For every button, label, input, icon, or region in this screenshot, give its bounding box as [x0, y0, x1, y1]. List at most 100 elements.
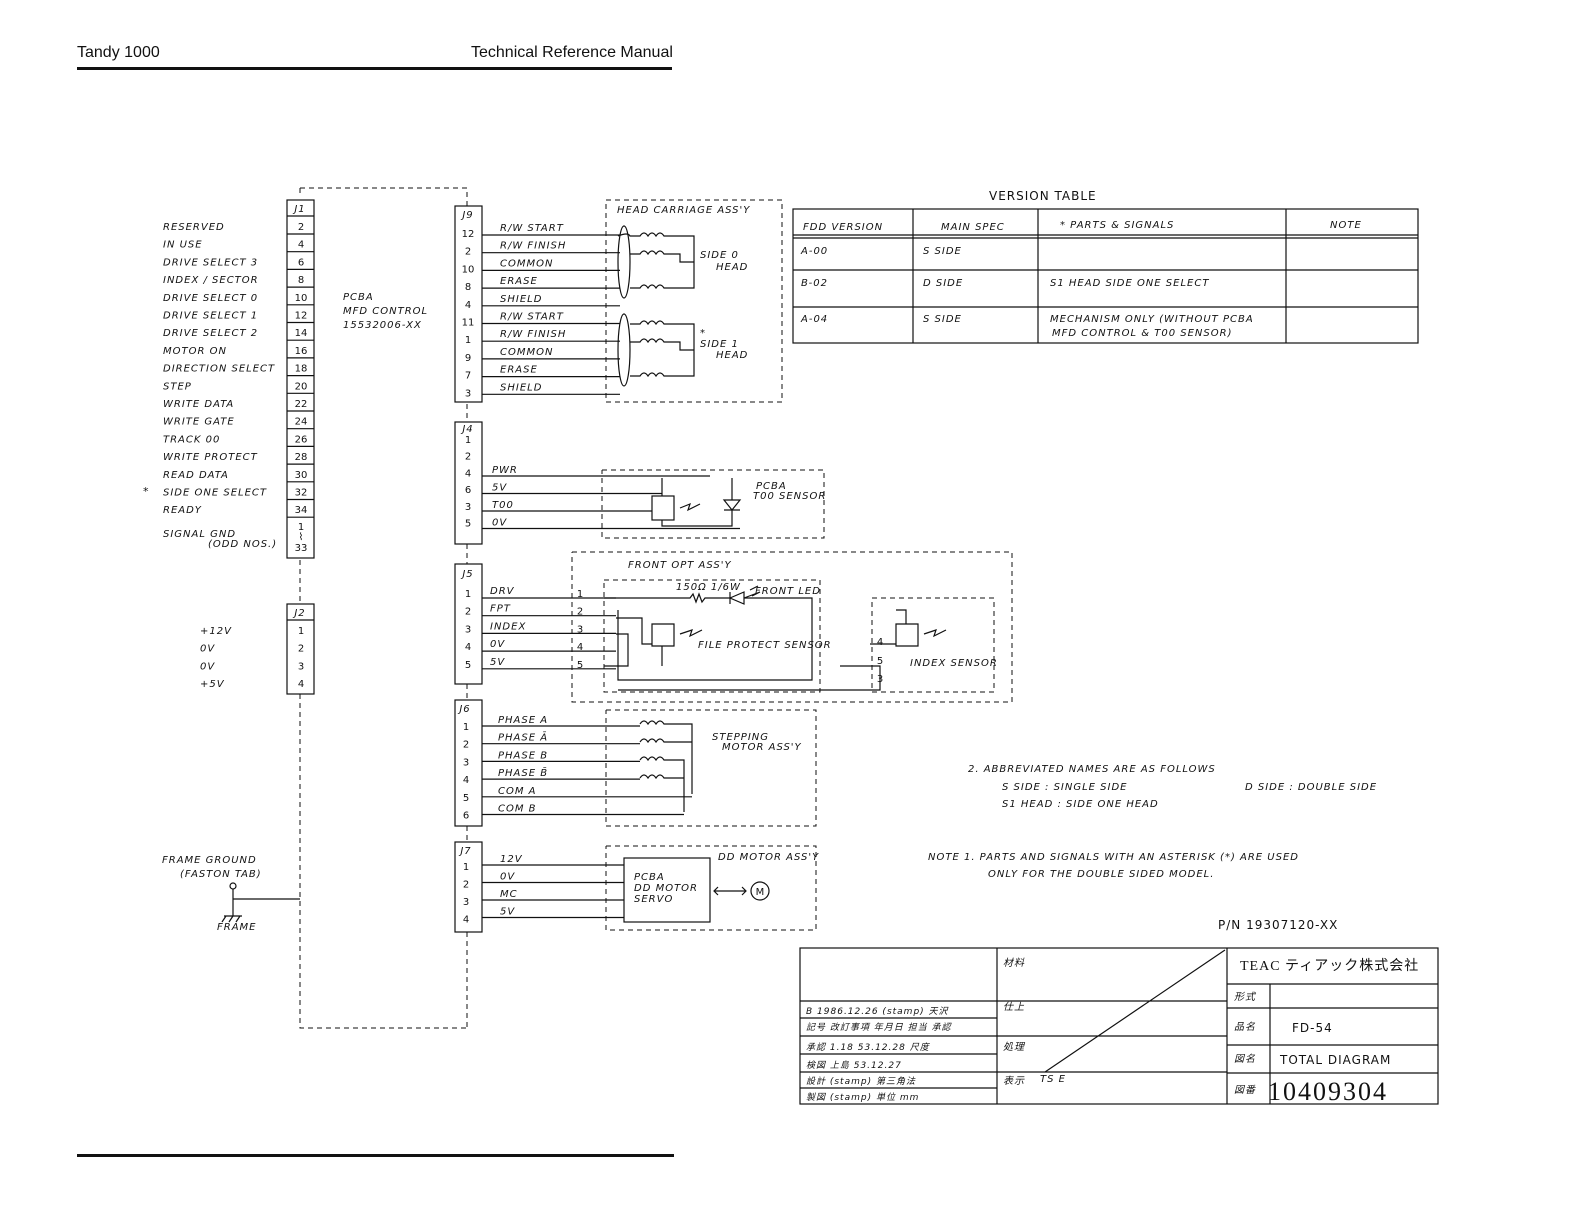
j1-signal-label: DRIVE SELECT 3 [163, 257, 258, 268]
gnd-pin-range: ⌇ [299, 532, 304, 543]
tb-label-drawing-name: 図名 [1234, 1053, 1256, 1065]
vt-spec-cell: D SIDE [923, 278, 963, 289]
j5-inner-pin: 5 [577, 660, 583, 671]
t00-pcba-label: PCBA [756, 481, 787, 492]
j7-signal-label: MC [500, 889, 518, 900]
vt-parts-cell-2: MFD CONTROL & T00 SENSOR) [1052, 328, 1232, 339]
j2-signal-label: 0V [200, 644, 215, 655]
motor-label: M [756, 887, 765, 898]
j4-pin-number: 4 [465, 468, 471, 479]
j1-connector [286, 199, 315, 559]
j1-pin-number: 22 [295, 399, 308, 410]
j4-signal-label: 5V [492, 483, 507, 494]
j1-pin-number: 30 [295, 470, 308, 481]
j6-pin-number: 1 [463, 722, 469, 733]
j1-pin-number: 28 [295, 452, 308, 463]
j5-label: J5 [460, 569, 473, 580]
j5-inner-pin: 4 [577, 642, 583, 653]
j5-pin-number: 4 [465, 642, 471, 653]
j1-pin-number: 26 [295, 434, 308, 445]
vt-header-note: NOTE [1330, 220, 1362, 231]
j4-pin-number: 1 [465, 435, 471, 446]
j5-connector [454, 563, 483, 685]
servo-label: SERVO [634, 894, 673, 905]
tb-material: 材料 [1003, 957, 1025, 969]
stepping-label: STEPPING [712, 732, 769, 743]
product-name: FD-54 [1292, 1021, 1333, 1035]
frame-label: FRAME [217, 922, 257, 933]
j9-pin-number: 7 [465, 371, 471, 382]
version-table-title: VERSION TABLE [989, 189, 1097, 203]
j7-pin-number: 1 [463, 862, 469, 873]
pcba-mfd-control: MFD CONTROL [343, 306, 428, 317]
vt-parts-cell: MECHANISM ONLY (WITHOUT PCBA [1050, 314, 1254, 325]
j6-signal-label: PHASE Ā [498, 731, 548, 744]
j5-pin-number: 3 [465, 624, 471, 635]
j1-pin-number: 32 [295, 488, 308, 499]
j2-pin-number: 3 [298, 661, 304, 672]
vt-header-spec: MAIN SPEC [941, 222, 1005, 233]
j9-signal-label: R/W START [500, 312, 564, 323]
j4-pin-number: 3 [465, 502, 471, 513]
j5-signal-label: FPT [490, 604, 511, 615]
title-block [799, 947, 1439, 1105]
vt-header-version: FDD VERSION [803, 222, 883, 233]
j6-signal-label: COM A [498, 786, 537, 797]
drawing-name: TOTAL DIAGRAM [1279, 1053, 1391, 1067]
note1-line2: ONLY FOR THE DOUBLE SIDED MODEL. [988, 869, 1214, 880]
vt-header-parts: * PARTS & SIGNALS [1060, 220, 1174, 231]
j9-signal-label: R/W FINISH [500, 329, 566, 340]
head-carriage-outline [605, 199, 783, 403]
side1-head-label2: HEAD [716, 350, 748, 361]
j7-pin-number: 4 [463, 915, 469, 926]
j2-signal-label: 0V [200, 661, 215, 672]
j4-pin-number: 2 [465, 452, 471, 463]
pcba-label: PCBA [343, 292, 374, 303]
j9-pin-number: 11 [462, 318, 475, 329]
pcba-part-number: 15532006-XX [343, 320, 422, 331]
j2-signal-label: +5V [200, 679, 225, 690]
j7-signal-label: 5V [500, 907, 515, 918]
tb-finish: 仕上 [1003, 1001, 1025, 1013]
j4-label: J4 [460, 424, 473, 435]
company-name: TEAC ティアック株式会社 [1240, 958, 1419, 974]
note1-line1: NOTE 1. PARTS AND SIGNALS WITH AN ASTERI… [928, 852, 1299, 863]
j1-pin-number: 2 [298, 222, 304, 233]
header-right: Technical Reference Manual [471, 44, 673, 61]
footer-rule [77, 1154, 674, 1157]
servo-dd-motor-label: DD MOTOR [634, 883, 698, 894]
j9-pin-number: 8 [465, 282, 471, 293]
drawing-number: 10409304 [1268, 1077, 1388, 1106]
j7-signal-label: 12V [500, 854, 523, 865]
j1-signal-label: WRITE GATE [163, 417, 235, 428]
side-one-asterisk: * [143, 485, 150, 498]
j9-pin-number: 1 [465, 335, 471, 346]
j1-signal-label: INDEX / SECTOR [163, 275, 259, 286]
j6-connector [454, 699, 483, 827]
servo-pcba-label: PCBA [634, 872, 665, 883]
t00-sensor-outline [601, 469, 825, 539]
vt-version-cell: A-04 [800, 314, 828, 325]
side0-head-label2: HEAD [716, 262, 748, 273]
header-rule [77, 67, 672, 70]
j9-pin-number: 10 [462, 264, 475, 275]
j5-signal-label: 5V [490, 657, 505, 668]
j1-signal-label: WRITE PROTECT [163, 452, 258, 463]
j1-signal-label: READY [163, 505, 202, 516]
dd-motor-assy-label: DD MOTOR ASS'Y [718, 852, 819, 863]
note2-s-side: S SIDE : SINGLE SIDE [1002, 782, 1127, 793]
vt-version-cell: B-02 [801, 278, 828, 289]
j1-signal-label: DRIVE SELECT 2 [163, 328, 258, 339]
j9-pin-number: 4 [465, 300, 471, 311]
j5-inner-pin: 1 [577, 589, 583, 600]
idx-pin-4: 4 [877, 637, 883, 648]
dd-motor-outline [605, 845, 817, 931]
gnd-pin-1: 1 [298, 522, 304, 533]
title-block-row: 記号 改訂事項 年月日 担当 承認 [806, 1022, 952, 1033]
tb-label-drawing-number: 図番 [1234, 1084, 1256, 1096]
j2-pin-number: 4 [298, 679, 304, 690]
j1-pin-number: 14 [295, 328, 308, 339]
idx-pin-3: 3 [877, 674, 883, 685]
j9-pin-number: 12 [462, 229, 475, 240]
j7-signal-label: 0V [500, 872, 515, 883]
